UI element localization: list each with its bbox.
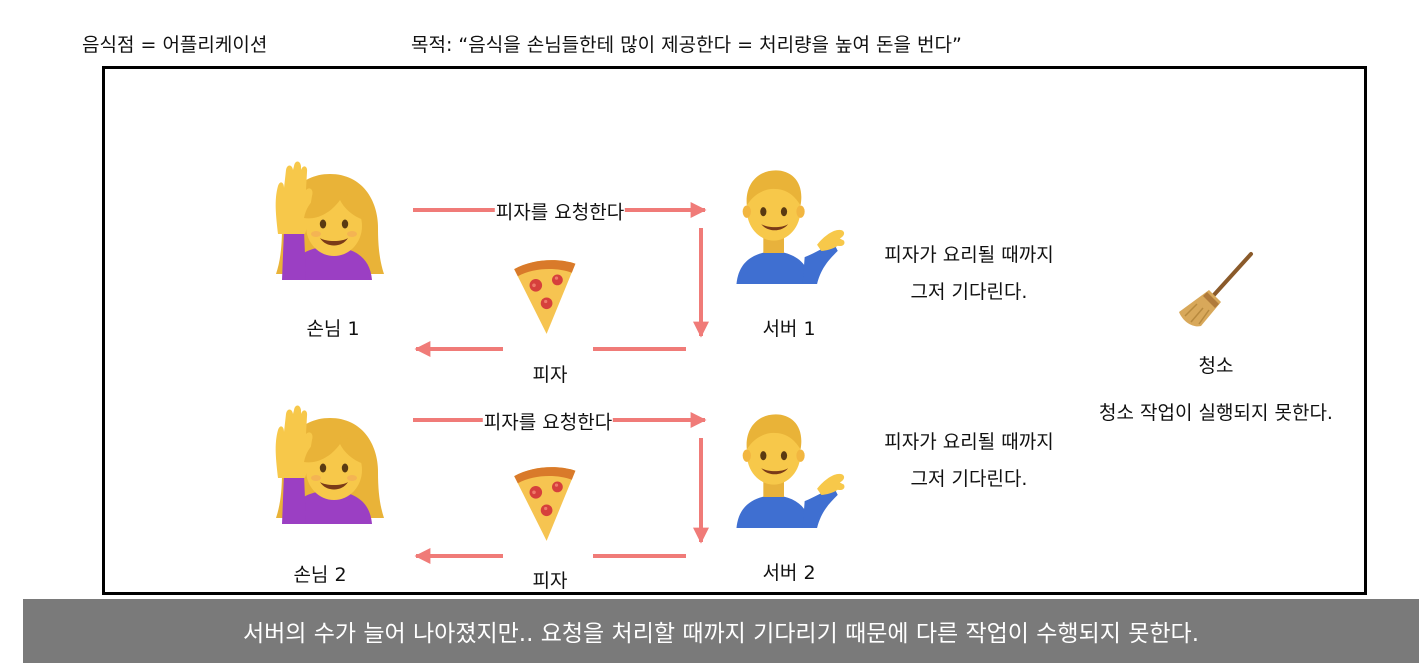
server-2-label: 서버 2	[762, 562, 816, 584]
wait-1-line-1: 피자가 요리될 때까지	[884, 244, 1054, 266]
server-2-waiting-note: 피자가 요리될 때까지 그저 기다린다.	[884, 424, 1053, 498]
tipping-hand-man-icon	[722, 160, 846, 284]
customer-2-label: 손님 2	[293, 564, 347, 586]
cleaning-label: 청소	[1198, 355, 1234, 377]
broom-icon	[1175, 250, 1255, 330]
goal-label: 목적: “음식을 손님들한테 많이 제공한다 = 처리량을 높여 돈을 번다”	[411, 34, 962, 56]
summary-text: 서버의 수가 늘어 나아졌지만.. 요청을 처리할 때까지 기다리기 때문에 다…	[242, 621, 1200, 647]
request-2-label: 피자를 요청한다	[482, 407, 614, 435]
request-1-label: 피자를 요청한다	[494, 197, 626, 225]
server-1-waiting-note: 피자가 요리될 때까지 그저 기다린다.	[884, 237, 1053, 311]
wait-1-line-2: 그저 기다린다.	[910, 281, 1028, 303]
wait-2-line-1: 피자가 요리될 때까지	[884, 431, 1054, 453]
wait-2-line-2: 그저 기다린다.	[910, 468, 1028, 490]
server-1-label: 서버 1	[762, 318, 816, 340]
raising-hand-woman-icon	[270, 158, 390, 282]
diagram-frame	[102, 66, 1367, 595]
pizza-slice-icon	[507, 462, 579, 546]
customer-1-label: 손님 1	[306, 318, 360, 340]
raising-hand-woman-icon	[270, 402, 390, 526]
tipping-hand-man-icon	[722, 404, 846, 528]
cleaning-note: 청소 작업이 실행되지 못한다.	[1099, 402, 1333, 424]
pizza-1-label: 피자	[532, 364, 568, 386]
summary-banner: 서버의 수가 늘어 나아졌지만.. 요청을 처리할 때까지 기다리기 때문에 다…	[23, 599, 1419, 663]
app-definition-label: 음식점 = 어플리케이션	[82, 34, 268, 56]
pizza-2-label: 피자	[532, 570, 568, 592]
pizza-slice-icon	[507, 255, 579, 339]
